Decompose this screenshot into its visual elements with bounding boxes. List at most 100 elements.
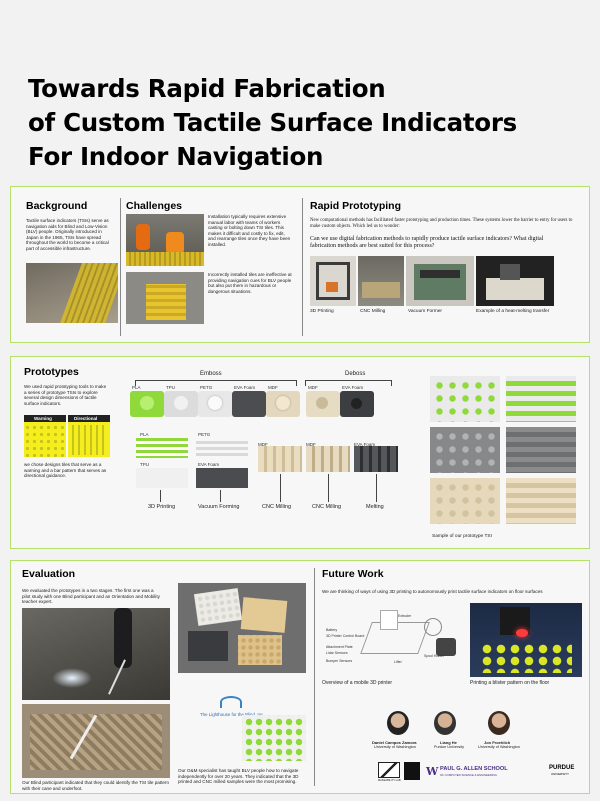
diagram-label: Extruder: [398, 614, 412, 618]
hcde-logo-icon: [404, 762, 420, 780]
title-line-2: of Custom Tactile Surface Indicators: [28, 108, 517, 137]
caption-cnc-milling: CNC Milling: [360, 309, 386, 314]
method-cnc-milling: CNC Milling: [312, 504, 342, 510]
future-work-heading: Future Work: [322, 568, 384, 580]
challenges-text-1: Installation typically requires extensiv…: [208, 214, 291, 247]
method-cnc-milling: CNC Milling: [262, 504, 292, 510]
author-affiliation: University of Washington: [478, 745, 520, 749]
caption-vacuum-former: Vacuum Former: [408, 309, 443, 314]
future-caption-right: Printing a blister pattern on the floor: [470, 680, 550, 686]
incorrect-tiles-photo: [126, 272, 204, 324]
material-label: MDF: [258, 442, 268, 447]
avatar: [387, 711, 409, 735]
eva-deboss-sample: [340, 391, 374, 417]
allen-school-subtitle: OF COMPUTER SCIENCE & ENGINEERING: [440, 773, 497, 777]
mdf-bar-tile: [258, 446, 302, 472]
sample-caption: Sample of our prototype TSI: [432, 534, 492, 539]
diagram-label: 3D Printer Control Board: [326, 634, 365, 638]
material-label: EVA Foam: [198, 462, 220, 467]
heat-melting-photo: [476, 256, 554, 306]
divider: [120, 198, 121, 336]
challenges-heading: Challenges: [126, 200, 183, 212]
material-label: EVA Foam: [354, 442, 376, 447]
rapid-intro: New computational methods has facilitate…: [310, 218, 573, 229]
eva-deboss-bar-tile: [354, 446, 398, 472]
prototypes-heading: Prototypes: [24, 366, 79, 378]
material-label: EVA Foam: [234, 385, 256, 390]
makeability-logo-icon: [378, 762, 400, 778]
lighthouse-logo-icon: [220, 696, 242, 708]
method-vacuum-forming: Vacuum Forming: [198, 504, 240, 510]
diagram-label: Lifter: [394, 660, 402, 664]
blister-printing-photo: [470, 603, 582, 677]
material-label: MDF: [268, 385, 278, 390]
directional-label: Directional: [74, 416, 98, 421]
background-heading: Background: [26, 200, 88, 212]
diagram-label: Spool Holder: [424, 654, 445, 658]
material-label: TPU: [166, 385, 175, 390]
purdue-logo: PURDUE: [549, 765, 575, 771]
material-label: PETG: [198, 432, 211, 437]
workers-photo: [126, 214, 204, 266]
green-dot-sample-photo: [242, 715, 306, 761]
future-caption-left: Overview of a mobile 3D printer: [322, 680, 393, 686]
avatar: [434, 711, 456, 735]
evaluation-caption-right: Our O&M specialist has taught BLV people…: [178, 768, 299, 785]
divider: [302, 198, 303, 336]
method-melting: Melting: [366, 504, 384, 510]
diagram-label: Lidar Sensors: [326, 651, 348, 655]
purdue-subtitle: UNIVERSITY: [551, 772, 570, 776]
pla-bar-tile: [136, 438, 188, 458]
lighthouse-logo-text: The Lighthouse for the Blind, Inc.: [200, 712, 265, 717]
author-name: Daniel Campos Zamora: [372, 740, 417, 745]
connector-line: [160, 490, 161, 502]
material-label: MDF: [308, 385, 318, 390]
sample-green-dots: [430, 376, 500, 422]
sample-mdf-dots: [430, 478, 500, 524]
author-name: Liang He: [440, 740, 457, 745]
tsi-floor-photo: [26, 263, 118, 323]
connector-line: [220, 490, 221, 502]
eva-bar-tile: [196, 468, 248, 488]
deboss-bracket: [305, 380, 392, 386]
title-line-3: For Indoor Navigation: [28, 142, 324, 171]
background-text: Tactile surface indicators (TSIs) serve …: [26, 218, 109, 251]
method-3d-printing: 3D Printing: [148, 504, 176, 510]
sample-gray-bars: [506, 427, 576, 473]
evaluation-text: We evaluated the prototypes in a two sta…: [22, 588, 160, 605]
author-name: Jon Froehlich: [484, 740, 511, 745]
diagram-label: Attachment Plate: [326, 645, 353, 649]
author-affiliation: Purdue University: [434, 745, 464, 749]
mobile-printer-diagram: [322, 600, 462, 670]
deboss-label: Deboss: [345, 371, 366, 377]
caption-heat-melting: Example of a heat-melting transfer: [476, 309, 550, 314]
material-label: PETG: [200, 385, 213, 390]
sample-gray-dots: [430, 427, 500, 473]
petg-sample: [198, 391, 232, 417]
connector-line: [328, 474, 329, 502]
eva-foam-sample: [232, 391, 266, 417]
allen-school-logo: PAUL G. ALLEN SCHOOL: [440, 766, 508, 772]
avatar: [488, 711, 510, 735]
mdf-deboss-bar-tile: [306, 446, 350, 472]
future-work-text: We are thinking of ways of using 3D prin…: [322, 589, 543, 594]
diagram-label: Bumper Sensors: [326, 659, 353, 663]
warning-tile: [24, 415, 66, 457]
prototypes-text-1: We used rapid prototyping tools to make …: [24, 384, 107, 406]
prototypes-text-2: we chose designs tiles that serve as a w…: [24, 462, 107, 479]
connector-line: [280, 474, 281, 502]
mdf-emboss-sample: [266, 391, 300, 417]
author-affiliation: University of Washington: [374, 745, 416, 749]
cane-study-photo: [22, 608, 170, 700]
directional-tile: [68, 415, 110, 457]
pla-sample: [130, 391, 164, 417]
3d-printer-photo: [310, 256, 356, 306]
makeability-logo-text: MAKEABILITY LAB: [378, 779, 401, 782]
tpu-sample: [164, 391, 198, 417]
vacuum-former-photo: [406, 256, 474, 306]
material-label: EVA Foam: [342, 385, 364, 390]
emboss-label: Emboss: [200, 371, 222, 377]
emboss-bracket: [135, 380, 297, 386]
warning-label: Warning: [34, 416, 52, 421]
material-label: PLA: [140, 432, 149, 437]
